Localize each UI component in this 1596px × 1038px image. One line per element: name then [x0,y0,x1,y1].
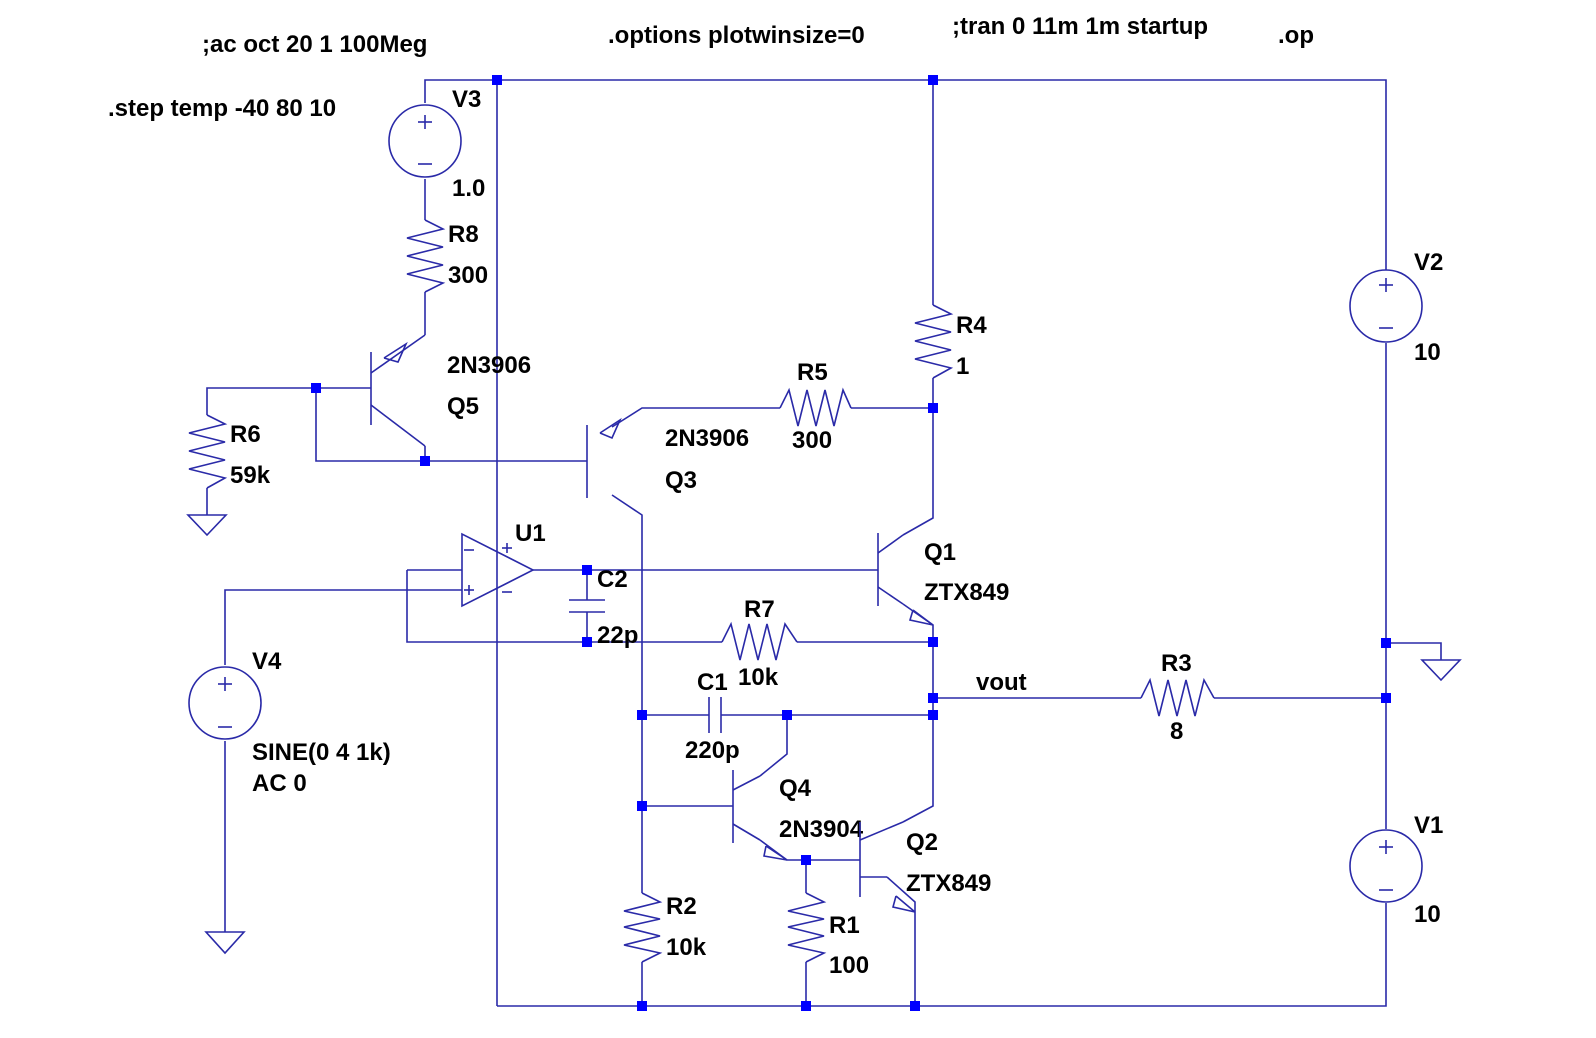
directive-tran: ;tran 0 11m 1m startup [952,13,1208,40]
transistor-q3[interactable] [586,417,622,498]
resistor-r6[interactable] [188,414,228,489]
v4-name: V4 [252,648,282,675]
voltage-source-v3[interactable] [388,104,462,178]
r6-name: R6 [230,421,261,448]
junction-dots [311,75,1391,1011]
resistor-r7[interactable] [721,621,798,661]
v1-value: 10 [1414,901,1441,928]
resistor-r5[interactable] [779,387,852,427]
transistor-q1[interactable] [877,533,934,626]
q5-model: 2N3906 [447,352,531,379]
v2-name: V2 [1414,249,1443,276]
r5-name: R5 [797,359,828,386]
resistor-r1[interactable] [787,892,827,963]
c1-name: C1 [697,669,728,696]
c2-value: 22p [597,622,638,649]
transistor-q4[interactable] [732,770,788,861]
r3-name: R3 [1161,650,1192,677]
net-label-vout: vout [976,669,1027,696]
r1-value: 100 [829,952,869,979]
directive-op: .op [1278,22,1314,49]
q4-model: 2N3904 [779,816,864,843]
q5-name: Q5 [447,393,479,420]
r4-value: 1 [956,353,969,380]
r2-name: R2 [666,893,697,920]
capacitor-c2[interactable] [569,599,605,613]
v3-name: V3 [452,86,481,113]
resistor-r2[interactable] [623,892,663,963]
c2-name: C2 [597,566,628,593]
ground-symbol [1420,659,1462,682]
transistor-q2[interactable] [859,821,916,913]
v2-value: 10 [1414,339,1441,366]
r4-name: R4 [956,312,987,339]
voltage-source-v4[interactable] [188,666,262,740]
transistor-q5[interactable] [370,334,426,447]
ground-symbol [186,514,228,537]
q1-name: Q1 [924,539,956,566]
voltage-source-v1[interactable] [1349,829,1423,903]
opamp-u1[interactable] [461,532,535,608]
r7-value: 10k [738,664,779,691]
directive-step: .step temp -40 80 10 [108,95,336,122]
v4-value: SINE(0 4 1k) [252,739,391,766]
capacitor-c1[interactable] [708,697,722,733]
resistor-r3[interactable] [1140,677,1215,717]
directive-options: .options plotwinsize=0 [608,22,865,49]
r8-name: R8 [448,221,479,248]
resistor-r8[interactable] [406,219,446,293]
r8-value: 300 [448,262,488,289]
q2-model: ZTX849 [906,870,991,897]
ground-symbol [204,931,246,955]
r3-value: 8 [1170,718,1183,745]
r2-value: 10k [666,934,707,961]
c1-value: 220p [685,737,740,764]
wires [206,79,1442,1007]
q4-name: Q4 [779,775,812,802]
v3-value: 1.0 [452,175,485,202]
r7-name: R7 [744,596,775,623]
q3-model: 2N3906 [665,425,749,452]
directive-ac: ;ac oct 20 1 100Meg [202,31,427,58]
v1-name: V1 [1414,812,1443,839]
resistor-r4[interactable] [914,304,954,379]
voltage-source-v2[interactable] [1349,269,1423,343]
r6-value: 59k [230,462,271,489]
v4-value-ac: AC 0 [252,770,307,797]
r5-value: 300 [792,427,832,454]
q2-name: Q2 [906,829,938,856]
q3-name: Q3 [665,467,697,494]
q1-model: ZTX849 [924,579,1009,606]
r1-name: R1 [829,912,860,939]
u1-name: U1 [515,520,546,547]
